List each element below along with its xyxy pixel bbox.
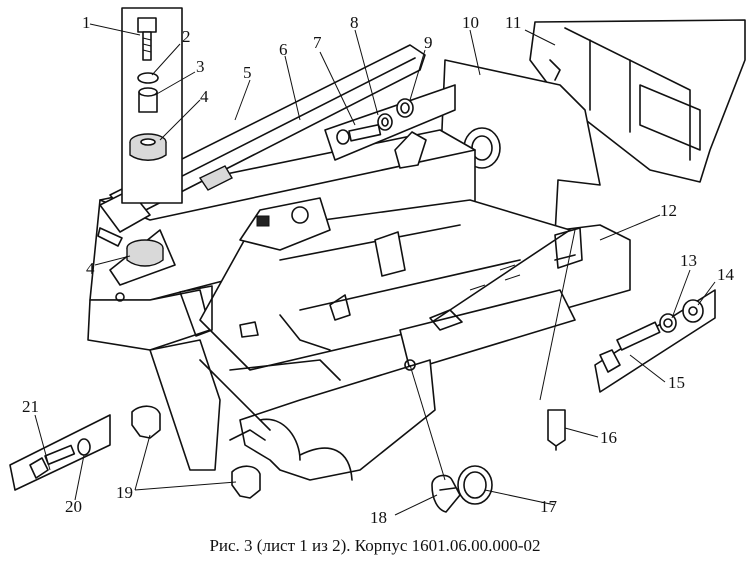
- callout-11: 11: [505, 13, 521, 32]
- callout-17: 17: [540, 497, 558, 516]
- callout-5: 5: [243, 63, 252, 82]
- figure-caption: Рис. 3 (лист 1 из 2). Корпус 1601.06.00.…: [209, 536, 541, 555]
- callout-3: 3: [196, 57, 205, 76]
- callout-1: 1: [82, 13, 91, 32]
- callout-7: 7: [313, 33, 322, 52]
- callout-13: 13: [680, 251, 697, 270]
- callout-14: 14: [717, 265, 735, 284]
- callout-10: 10: [462, 13, 479, 32]
- callout-labels: 1 2 3 4 5 6 7 8 9 10 11 12 13 14 15 16 1…: [22, 13, 735, 527]
- callout-20: 20: [65, 497, 82, 516]
- part-11-housing-section: [529, 19, 746, 183]
- part-13-14-15-bolt-set: [594, 289, 716, 393]
- part-2-spring-washer: [137, 72, 159, 84]
- main-body-housing: [87, 129, 631, 481]
- callout-4: 4: [200, 87, 209, 106]
- part-16-pin: [547, 409, 566, 451]
- part-19-clamps: [131, 405, 261, 499]
- part-4-rubber-pad-top: [129, 133, 167, 161]
- callout-16: 16: [600, 428, 617, 447]
- part-7-8-9-fasteners: [324, 84, 456, 161]
- callout-19: 19: [116, 483, 133, 502]
- part-3-bushing: [138, 87, 158, 113]
- callout-leaders: [34, 23, 716, 516]
- callout-8: 8: [350, 13, 359, 32]
- callout-18: 18: [370, 508, 387, 527]
- callout-2: 2: [182, 27, 191, 46]
- callout-4b: 4: [86, 259, 95, 278]
- part-17-18-plug: [431, 465, 493, 513]
- callout-6: 6: [279, 40, 288, 59]
- part-4-rubber-pad-lower: [109, 229, 176, 286]
- callout-21: 21: [22, 397, 39, 416]
- callout-12: 12: [660, 201, 677, 220]
- callout-9: 9: [424, 33, 433, 52]
- part-20-21-bolt: [9, 414, 111, 491]
- callout-15: 15: [668, 373, 685, 392]
